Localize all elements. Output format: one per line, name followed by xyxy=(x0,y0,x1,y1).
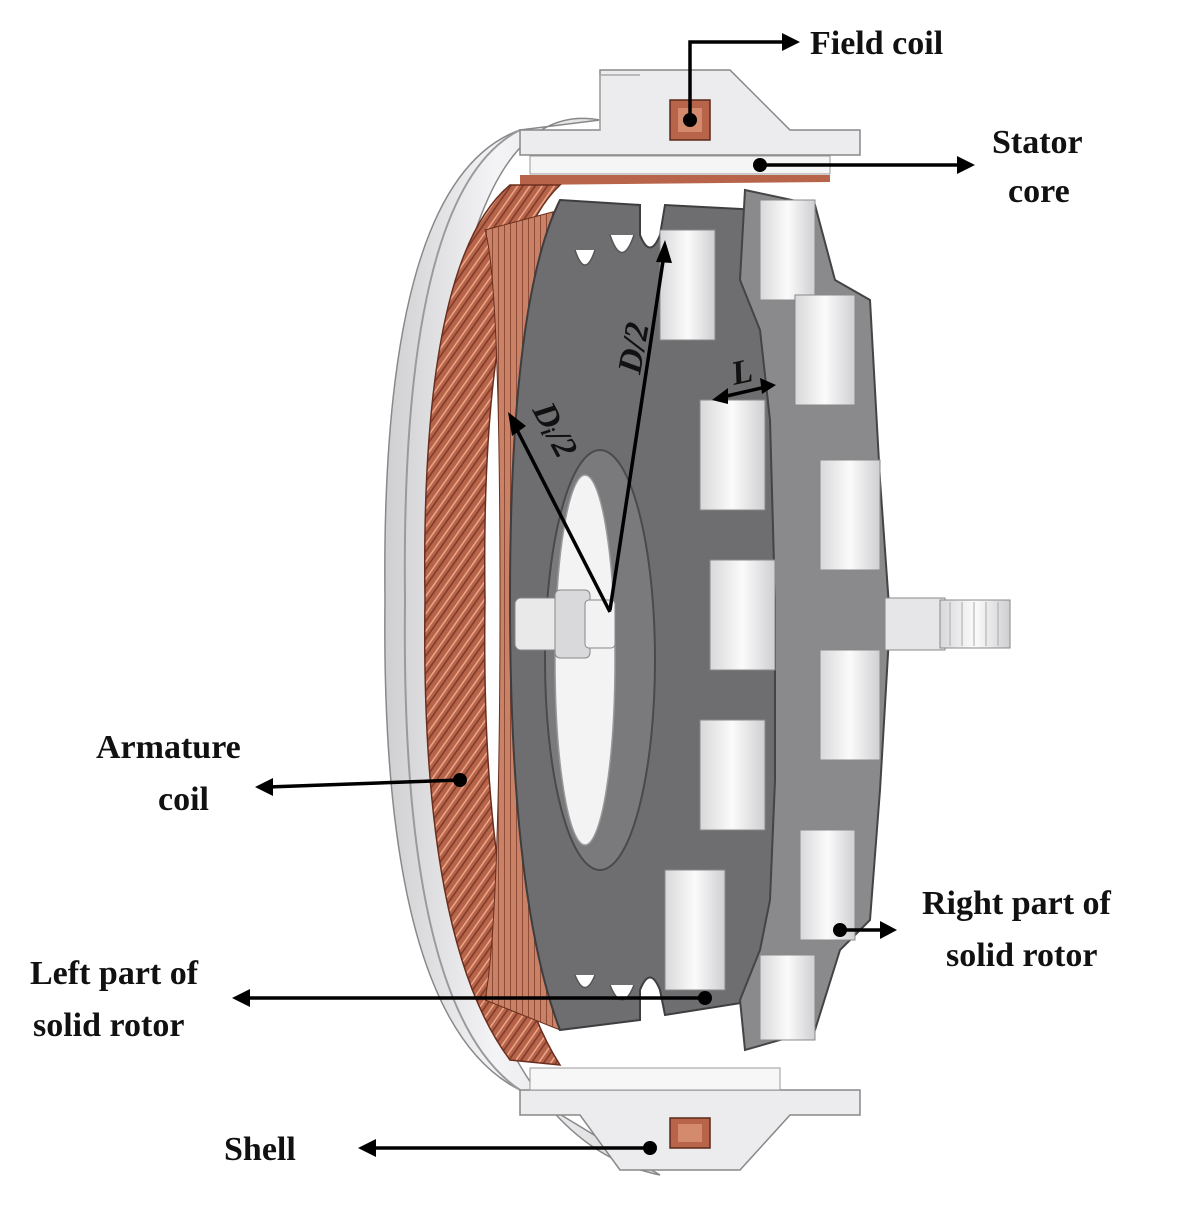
dimension-L-arrow xyxy=(712,378,776,404)
label-right-rotor-2: solid rotor xyxy=(946,937,1097,974)
shaft xyxy=(514,589,1011,659)
shell-leader xyxy=(358,1139,657,1157)
left-rotor-leader xyxy=(232,989,712,1007)
right-rotor-leader xyxy=(833,921,897,939)
armature-coil-leader xyxy=(255,773,467,796)
label-shell: Shell xyxy=(224,1131,296,1168)
label-armature-coil-1: Armature xyxy=(96,729,241,766)
stator-core xyxy=(520,155,831,185)
label-armature-coil-2: coil xyxy=(158,781,209,818)
dimension-D-label: D/2 xyxy=(611,320,656,378)
label-right-rotor-1: Right part of xyxy=(922,885,1112,922)
dimension-D-arrow xyxy=(608,240,672,611)
dimension-Di-arrow xyxy=(508,412,612,613)
stator-core-leader xyxy=(753,156,975,174)
label-stator-core-1: Stator xyxy=(992,124,1083,161)
label-stator-core-2: core xyxy=(1008,173,1070,210)
label-left-rotor-2: solid rotor xyxy=(33,1007,184,1044)
field-coil-leader xyxy=(683,33,800,127)
field-coil xyxy=(669,99,711,1149)
label-left-rotor-1: Left part of xyxy=(30,955,199,992)
label-field-coil: Field coil xyxy=(810,25,943,62)
right-rotor xyxy=(659,188,892,1052)
